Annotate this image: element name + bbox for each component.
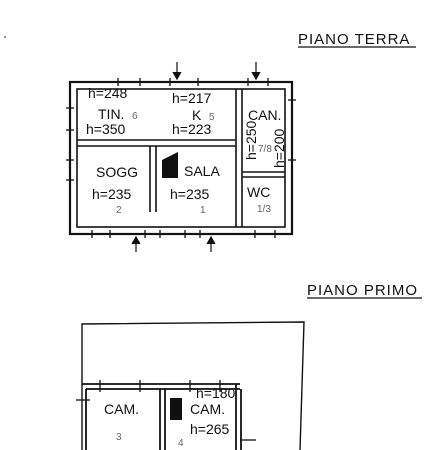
room-k-height-1: h=217 [172,90,212,106]
room-cam-b-height-2: h=265 [190,421,230,437]
ground-floor-plan [66,62,296,252]
first-floor-plan [76,321,305,450]
ground-floor-labels: h=248 TIN. 6 h=350 h=217 K 5 h=223 CAN. … [86,85,287,216]
room-can-name: CAN. [248,107,281,123]
stair-symbol [162,152,178,178]
room-k-height-2: h=223 [172,121,212,137]
ground-floor-windows [66,78,296,238]
first-floor-labels: CAM. 3 h=180 CAM. h=265 4 [104,385,236,449]
room-k-number: 5 [209,112,215,123]
room-cam-b-number: 4 [178,438,184,449]
room-can-height-1: h=250 [243,120,259,160]
room-can-number: 7/8 [258,144,272,155]
room-cam-a-number: 3 [116,432,122,443]
first-floor-header: PIANO PRIMO [307,282,422,299]
room-cam-b-height-1: h=180 [196,385,236,401]
first-floor-outer-boundary [81,321,305,450]
first-floor-stair-symbol [170,398,182,420]
room-can-height-2: h=200 [271,128,287,168]
room-cam-b-name: CAM. [190,401,225,417]
room-sala-name: SALA [184,163,220,179]
room-wc-name: WC [247,184,270,200]
ground-floor-title: PIANO TERRA [298,31,410,48]
room-sogg-number: 2 [116,205,122,216]
room-sogg-height: h=235 [92,186,132,202]
entry-arrows [131,62,261,252]
room-sala-number: 1 [200,205,206,216]
room-tin-height-1: h=248 [88,85,128,101]
first-floor-title: PIANO PRIMO [307,282,418,299]
stray-mark [4,36,6,38]
room-tin-name: TIN. [98,106,124,122]
room-cam-a-name: CAM. [104,401,139,417]
room-tin-height-2: h=350 [86,121,126,137]
room-wc-number: 1/3 [257,204,271,215]
ground-floor-outer-wall [68,80,294,236]
ground-floor-header: PIANO TERRA [298,31,416,48]
room-k-name: K [192,107,202,123]
room-sogg-name: SOGG [96,164,138,180]
room-sala-height: h=235 [170,186,210,202]
room-tin-number: 6 [132,111,138,122]
